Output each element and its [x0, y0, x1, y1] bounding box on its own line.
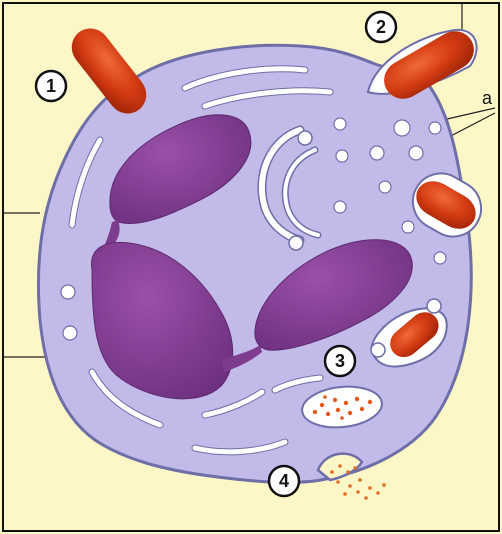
enzyme-dot — [356, 490, 360, 494]
fragment — [323, 395, 327, 399]
enzyme-dot — [346, 470, 350, 474]
granule — [409, 146, 423, 160]
enzyme-dot — [330, 470, 334, 474]
marker-label: 4 — [279, 471, 289, 491]
phagosome-vesicle — [371, 343, 385, 357]
enzyme-dot — [382, 483, 386, 487]
enzyme-dot — [364, 496, 368, 500]
enzyme-dot — [358, 478, 362, 482]
enzyme-dot — [348, 484, 352, 488]
fragment — [340, 416, 344, 420]
granule — [61, 285, 75, 299]
fragment — [313, 410, 317, 414]
granule — [334, 118, 346, 130]
fragment — [344, 401, 348, 405]
marker-label: 3 — [335, 351, 345, 371]
marker-1: 1 — [36, 71, 66, 101]
fragment — [326, 412, 330, 416]
marker-3: 3 — [325, 346, 355, 376]
fragment — [360, 407, 364, 411]
fragment — [333, 398, 337, 402]
marker-2: 2 — [366, 12, 396, 42]
fragment — [355, 397, 359, 401]
enzyme-dot — [336, 480, 340, 484]
granule — [434, 252, 446, 264]
fragment — [320, 403, 324, 407]
corner-label-a: a — [482, 88, 493, 108]
marker-label: 1 — [46, 76, 56, 96]
golgi-vesicle — [289, 236, 303, 250]
granule — [379, 181, 391, 193]
granule — [336, 150, 348, 162]
enzyme-dot — [343, 492, 347, 496]
marker-4: 4 — [269, 466, 299, 496]
fragment — [336, 408, 340, 412]
granule — [334, 201, 346, 213]
granule — [63, 326, 77, 340]
marker-label: 2 — [376, 17, 386, 37]
fragment — [368, 400, 372, 404]
phagosome-vesicle — [427, 299, 441, 313]
granule — [370, 146, 384, 160]
granule — [402, 221, 414, 233]
granule — [429, 122, 441, 134]
enzyme-dot — [338, 464, 342, 468]
enzyme-dot — [353, 466, 357, 470]
granule — [394, 120, 410, 136]
fragment — [348, 411, 352, 415]
enzyme-dot — [376, 491, 380, 495]
golgi-vesicle — [298, 131, 312, 145]
enzyme-dot — [368, 486, 372, 490]
